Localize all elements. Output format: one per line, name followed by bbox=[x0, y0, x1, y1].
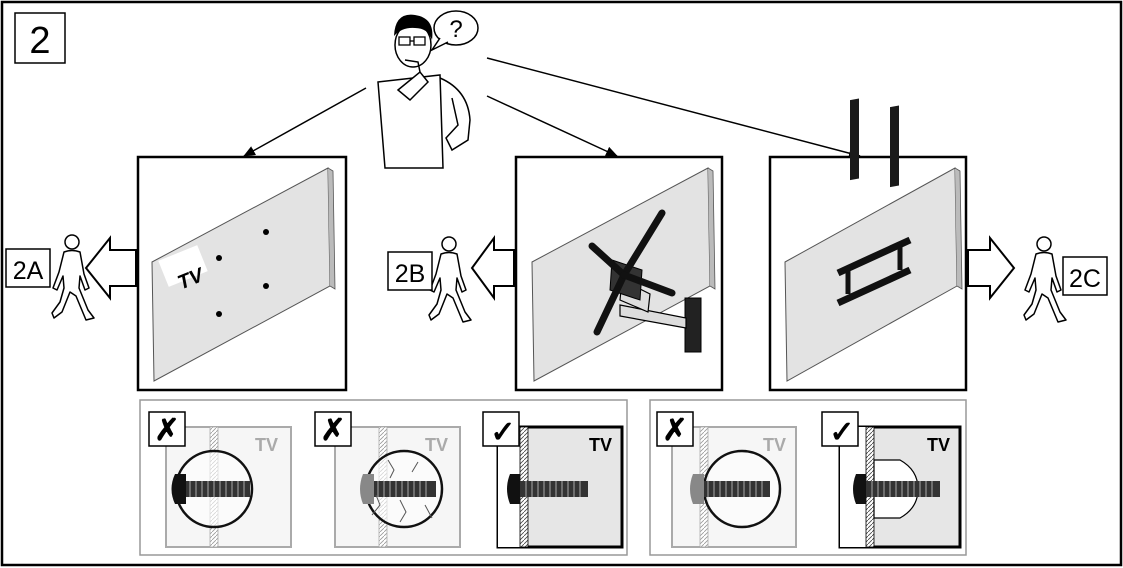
arrow-to-option-a bbox=[243, 87, 367, 157]
tv-label: TV bbox=[255, 435, 278, 455]
walking-person-b-icon bbox=[428, 236, 472, 323]
step-number-box: 2 bbox=[14, 12, 66, 64]
tilt-mount-icon bbox=[836, 98, 912, 307]
arrow-to-option-c bbox=[486, 57, 861, 159]
tv-label: TV bbox=[425, 435, 448, 455]
arrow-left-a-icon bbox=[84, 235, 137, 301]
screw-detail-4: TV bbox=[671, 426, 797, 548]
screw-detail-2: TV bbox=[334, 426, 461, 548]
incorrect-mark-icon: ✗ bbox=[320, 414, 345, 447]
tv-label: TV bbox=[763, 435, 786, 455]
arrow-left-b-icon bbox=[470, 234, 515, 302]
screw-detail-1: TV bbox=[165, 426, 292, 548]
incorrect-mark-3-box: ✗ bbox=[656, 411, 694, 447]
incorrect-mark-1-box: ✗ bbox=[148, 411, 186, 447]
screw-detail-5: TV bbox=[838, 425, 962, 549]
question-mark: ? bbox=[449, 16, 462, 43]
panel-option-a: TV bbox=[136, 155, 348, 392]
option-label-2a-box: 2A bbox=[5, 248, 51, 288]
option-label-2b: 2B bbox=[395, 260, 426, 288]
walking-person-a-icon bbox=[51, 234, 95, 321]
option-label-2a: 2A bbox=[13, 257, 44, 285]
panel-option-b bbox=[514, 155, 724, 392]
incorrect-mark-icon: ✗ bbox=[154, 414, 179, 447]
incorrect-mark-icon: ✗ bbox=[662, 414, 687, 447]
thinking-person-icon bbox=[377, 14, 471, 169]
option-label-2c-box: 2C bbox=[1062, 256, 1108, 296]
option-label-2b-box: 2B bbox=[387, 251, 433, 291]
correct-mark-1-box: ✓ bbox=[482, 411, 520, 449]
step-number: 2 bbox=[29, 20, 50, 62]
incorrect-mark-2-box: ✗ bbox=[314, 411, 352, 447]
mount-hole-icon bbox=[216, 311, 222, 317]
question-bubble: ? bbox=[429, 10, 479, 52]
tv-label: TV bbox=[589, 435, 612, 455]
mount-hole-icon bbox=[216, 255, 222, 261]
option-label-2c: 2C bbox=[1069, 265, 1101, 293]
arrow-to-option-b bbox=[486, 95, 618, 157]
crack-lines bbox=[371, 459, 433, 523]
panel-option-c bbox=[768, 98, 968, 392]
arrow-right-c-icon bbox=[967, 235, 1016, 301]
mount-hole-icon bbox=[263, 229, 269, 235]
mount-hole-icon bbox=[263, 283, 269, 289]
correct-mark-icon: ✓ bbox=[829, 416, 854, 449]
correct-mark-icon: ✓ bbox=[490, 416, 515, 449]
articulating-mount-icon bbox=[588, 209, 702, 353]
correct-mark-2-box: ✓ bbox=[821, 411, 859, 449]
tv-label: TV bbox=[927, 435, 950, 455]
screw-detail-3: TV bbox=[496, 425, 624, 549]
walking-person-c-icon bbox=[1023, 236, 1067, 323]
